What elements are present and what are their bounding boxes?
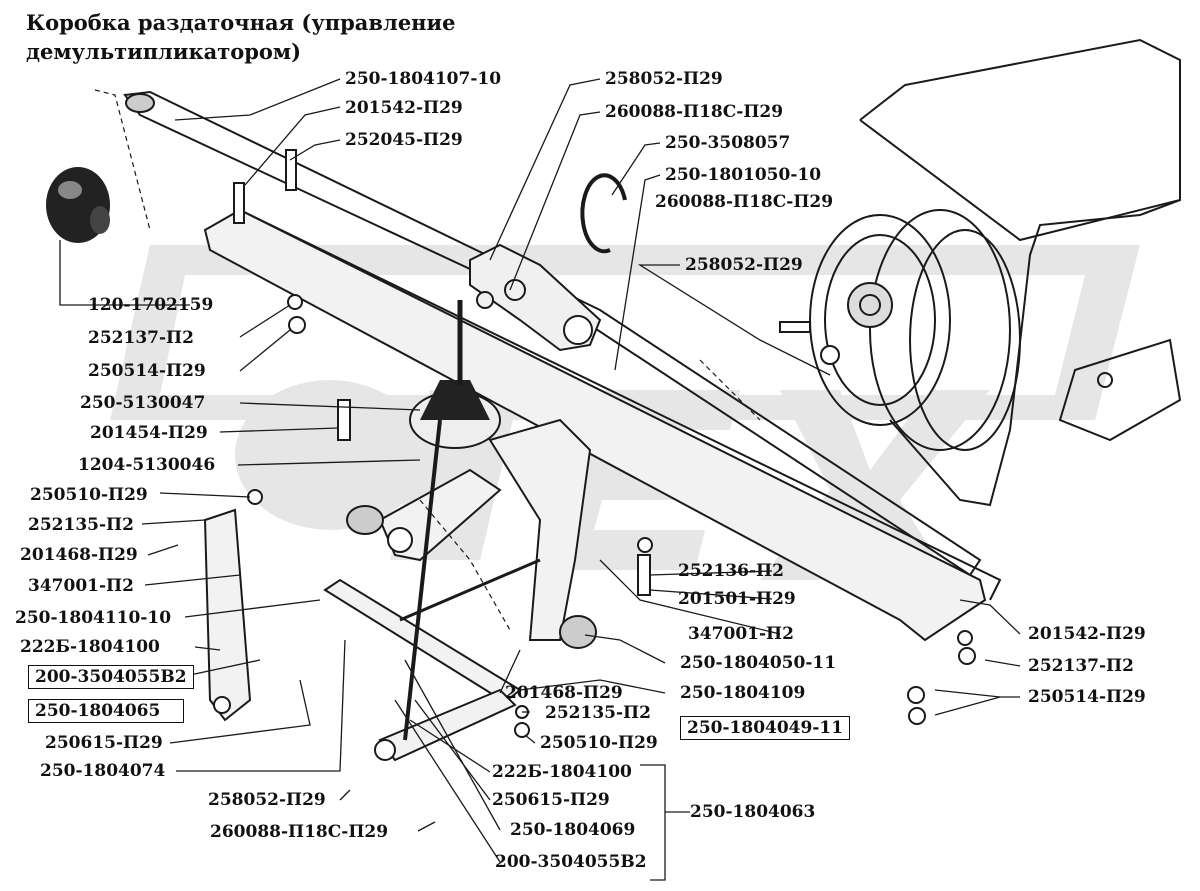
part-label-250510-p29-2: 250510-П29: [540, 733, 658, 753]
part-label-252137-p2-2: 252137-П2: [1028, 656, 1134, 676]
part-label-250-1801050-10: 250-1801050-10: [665, 165, 822, 185]
part-label-250514-p29-2: 250514-П29: [1028, 687, 1146, 707]
shift-knob: [46, 167, 110, 243]
part-label-250-1804110-10: 250-1804110-10: [15, 608, 172, 628]
lever-frame: [203, 418, 597, 762]
leader-lines: [59, 78, 1021, 881]
part-label-250-5130047: 250-5130047: [80, 393, 206, 413]
part-label-250510-p29: 250510-П29: [30, 485, 148, 505]
part-label-250-1804074: 250-1804074: [40, 761, 166, 781]
part-label-260088-p18s-p29-3: 260088-П18С-П29: [210, 822, 389, 842]
part-label-258052-p29: 258052-П29: [605, 69, 723, 89]
part-label-258052-p29-3: 258052-П29: [208, 790, 326, 810]
part-label-201454-p29: 201454-П29: [90, 423, 208, 443]
part-label-200-3504055v2-2: 200-3504055В2: [495, 852, 647, 872]
part-label-120-1702159: 120-1702159: [88, 295, 214, 315]
part-label-250615-p29-2: 250615-П29: [492, 790, 610, 810]
part-label-347001-p2: 347001-П2: [28, 576, 134, 596]
title-line-1: Коробка раздаточная (управление: [26, 10, 456, 35]
part-label-258052-p29-2: 258052-П29: [685, 255, 803, 275]
part-label-250514-p29: 250514-П29: [88, 361, 206, 381]
part-label-252136-p2: 252136-П2: [678, 561, 784, 581]
part-label-260088-p18s-p29-2: 260088-П18С-П29: [655, 192, 834, 212]
part-label-250-3508057: 250-3508057: [665, 133, 791, 153]
part-label-252045-p29: 252045-П29: [345, 130, 463, 150]
part-label-260088-p18s-p29: 260088-П18С-П29: [605, 102, 784, 122]
part-label-250-1804109: 250-1804109: [680, 683, 806, 703]
part-label-200-3504055v2: 200-3504055В2: [28, 665, 194, 689]
part-label-250-1804069: 250-1804069: [510, 820, 636, 840]
part-label-1204-5130046: 1204-5130046: [78, 455, 216, 475]
diagram-title: Коробка раздаточная (управление демультип…: [26, 8, 456, 66]
title-line-2: демультипликатором): [26, 39, 302, 64]
part-label-250615-p29: 250615-П29: [45, 733, 163, 753]
part-label-201501-p29: 201501-П29: [678, 589, 796, 609]
part-label-201542-p29: 201542-П29: [345, 98, 463, 118]
part-label-252135-p2: 252135-П2: [28, 515, 134, 535]
rubber-boot: [409, 300, 501, 449]
part-label-347001-p2-2: 347001-П2: [688, 624, 794, 644]
part-label-250-1804107-10: 250-1804107-10: [345, 69, 502, 89]
transfer-case-housing: [809, 38, 1182, 507]
part-label-250-1804050-11: 250-1804050-11: [680, 653, 837, 673]
retaining-ring: [580, 173, 627, 254]
part-label-222b-1804100-2: 222Б-1804100: [492, 762, 632, 782]
part-label-252135-p2-2: 252135-П2: [545, 703, 651, 723]
part-label-201542-p29-2: 201542-П29: [1028, 624, 1146, 644]
part-label-250-1804049-11: 250-1804049-11: [680, 716, 851, 740]
part-label-201468-p29-2: 201468-П29: [505, 683, 623, 703]
part-label-250-1804065: 250-1804065: [28, 699, 184, 723]
shift-rod-and-bracket: [123, 90, 1002, 642]
part-label-222b-1804100: 222Б-1804100: [20, 637, 160, 657]
upper-link: [469, 243, 602, 352]
part-label-250-1804063: 250-1804063: [690, 802, 816, 822]
part-label-252137-p2: 252137-П2: [88, 328, 194, 348]
part-label-201468-p29: 201468-П29: [20, 545, 138, 565]
dashed-lines: [94, 89, 761, 631]
